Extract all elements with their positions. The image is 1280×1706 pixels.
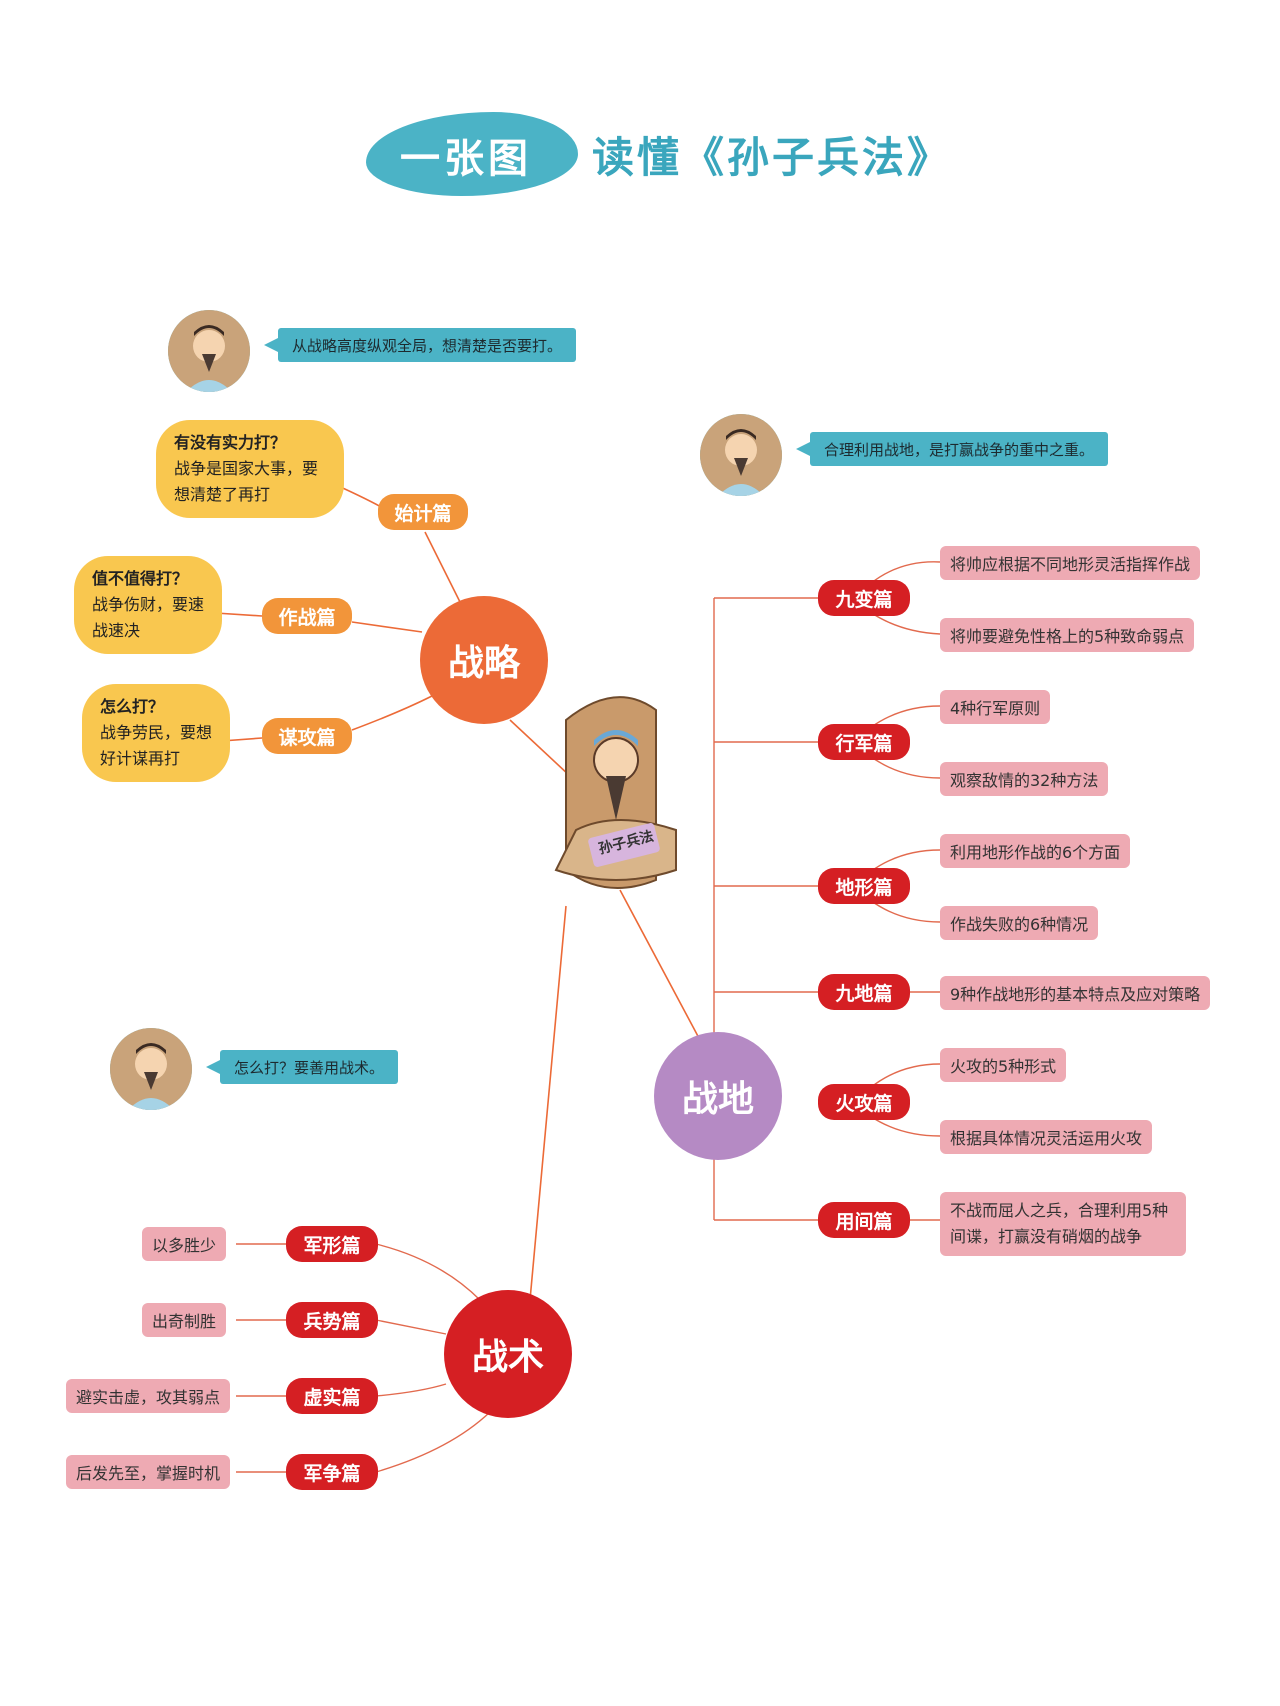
strategy-note: 从战略高度纵观全局，想清楚是否要打。: [263, 328, 577, 362]
leaf-junzheng: 后发先至，掌握时机: [66, 1455, 231, 1489]
chapter-junzheng: 军争篇: [286, 1454, 378, 1490]
leaf-xingjun-2: 观察敌情的32种方法: [940, 762, 1109, 796]
leaf-jiubian-1: 将帅应根据不同地形灵活指挥作战: [940, 546, 1201, 580]
sunzi-avatar-icon: [168, 310, 250, 392]
strategy-question-1: 有没有实力打？ 战争是国家大事，要想清楚了再打: [156, 420, 344, 518]
leaf-junxing: 以多胜少: [142, 1227, 227, 1261]
chapter-junxing: 军形篇: [286, 1226, 378, 1262]
strategy-question-3: 怎么打？ 战争劳民，要想好计谋再打: [82, 684, 230, 782]
node-ground: 战地: [654, 1032, 782, 1160]
sunzi-avatar-icon: [700, 414, 782, 496]
leaf-bingshi: 出奇制胜: [142, 1303, 227, 1337]
answer: 战争劳民，要想好计谋再打: [100, 723, 213, 768]
question: 值不值得打？: [92, 569, 189, 588]
ground-note: 合理利用战地，是打赢战争的重中之重。: [795, 432, 1109, 466]
question: 怎么打？: [100, 697, 165, 716]
chapter-mougong: 谋攻篇: [262, 718, 352, 754]
node-tactic: 战术: [444, 1290, 572, 1418]
chapter-xingjun: 行军篇: [818, 724, 910, 760]
title-right: 读懂《孙子兵法》: [592, 133, 953, 182]
leaf-jiubian-2: 将帅要避免性格上的5种致命弱点: [940, 618, 1195, 652]
chapter-xushi: 虚实篇: [286, 1378, 378, 1414]
leaf-dixing-2: 作战失败的6种情况: [940, 906, 1099, 940]
answer: 战争是国家大事，要想清楚了再打: [174, 459, 319, 504]
leaf-huogong-2: 根据具体情况灵活运用火攻: [940, 1120, 1153, 1154]
chapter-huogong: 火攻篇: [818, 1084, 910, 1120]
chapter-shiji: 始计篇: [378, 494, 468, 530]
leaf-huogong-1: 火攻的5种形式: [940, 1048, 1067, 1082]
chapter-zuozhan: 作战篇: [262, 598, 352, 634]
chapter-bingshi: 兵势篇: [286, 1302, 378, 1338]
chapter-jiubian: 九变篇: [818, 580, 910, 616]
sunzi-avatar-icon: [110, 1028, 192, 1110]
answer: 战争伤财，要速战速决: [92, 595, 205, 640]
title-left: 一张图: [400, 136, 532, 182]
leaf-jiudi-1: 9种作战地形的基本特点及应对策略: [940, 976, 1211, 1010]
strategy-question-2: 值不值得打？ 战争伤财，要速战速决: [74, 556, 222, 654]
sunzi-scroll-icon: 孙子兵法: [536, 680, 696, 920]
chapter-yongjian: 用间篇: [818, 1202, 910, 1238]
leaf-yongjian-1: 不战而屈人之兵，合理利用5种间谍，打赢没有硝烟的战争: [940, 1192, 1186, 1256]
leaf-dixing-1: 利用地形作战的6个方面: [940, 834, 1131, 868]
leaf-xingjun-1: 4种行军原则: [940, 690, 1051, 724]
leaf-xushi: 避实击虚，攻其弱点: [66, 1379, 231, 1413]
question: 有没有实力打？: [174, 433, 287, 452]
tactic-note: 怎么打？要善用战术。: [205, 1050, 399, 1084]
node-strategy: 战略: [420, 596, 548, 724]
chapter-jiudi: 九地篇: [818, 974, 910, 1010]
chapter-dixing: 地形篇: [818, 868, 910, 904]
